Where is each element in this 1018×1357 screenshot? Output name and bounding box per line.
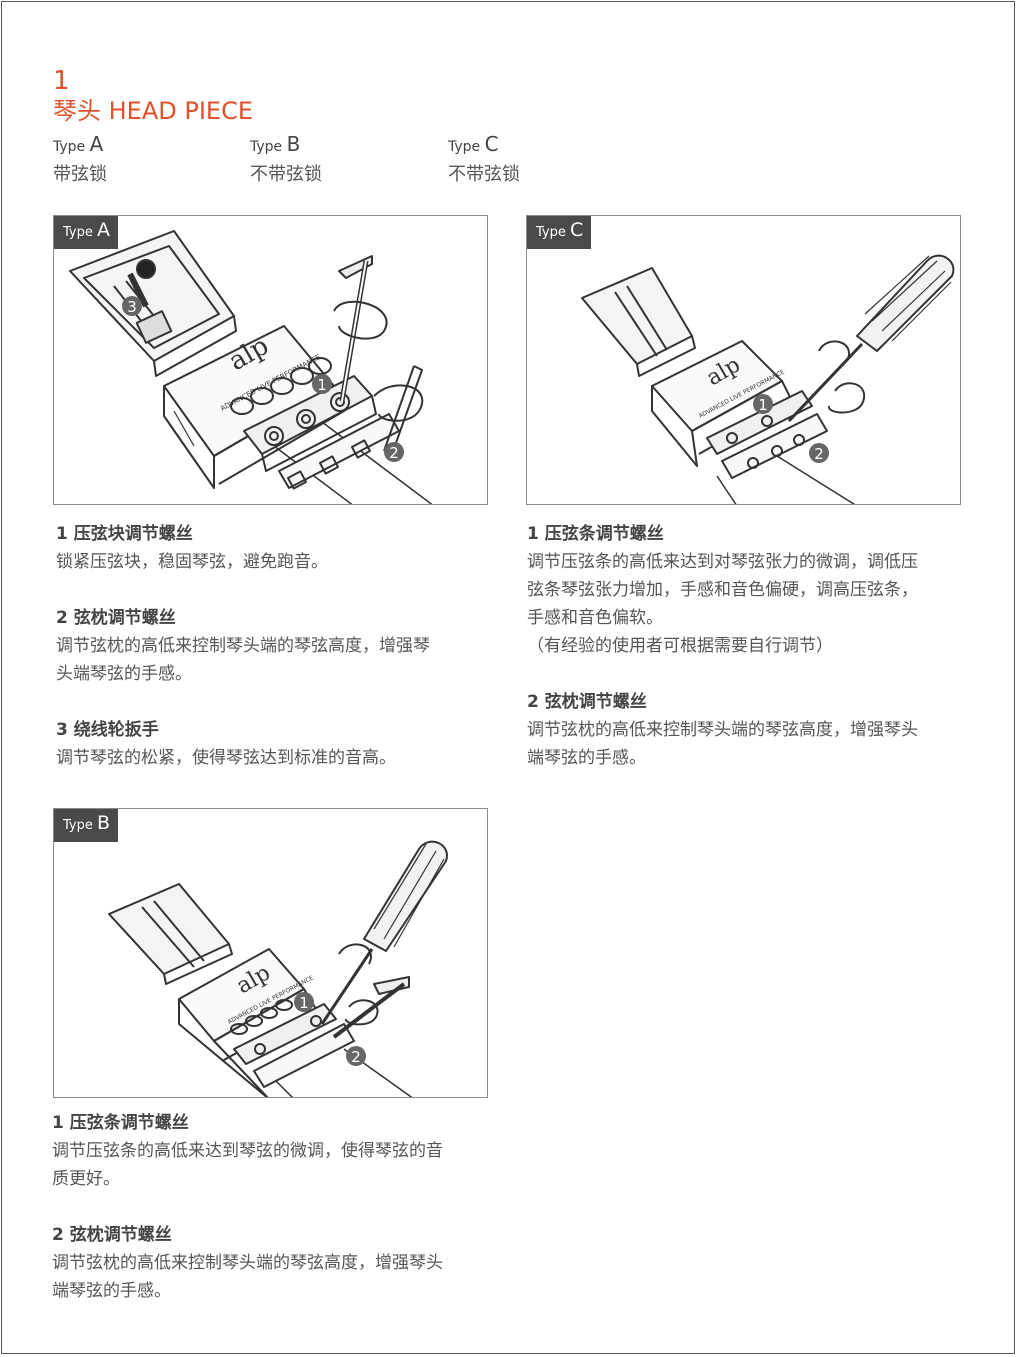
desc-type-c: 1 压弦条调节螺丝 调节压弦条的高低来达到对琴弦张力的微调，调低压 弦条琴弦张力…	[527, 520, 967, 772]
desc-b-1-line-1: 调节压弦条的高低来达到琴弦的微调，使得琴弦的音	[52, 1141, 443, 1161]
desc-c-1-line-4: （有经验的使用者可根据需要自行调节）	[527, 636, 833, 656]
desc-b-2-line-2: 端琴弦的手感。	[52, 1281, 171, 1301]
desc-a-3-line-1: 调节琴弦的松紧，使得琴弦达到标准的音高。	[56, 748, 396, 768]
figure-tag-a-letter: A	[97, 219, 110, 241]
type-a-desc: 带弦锁	[53, 164, 107, 185]
desc-a-2-title: 2 弦枕调节螺丝	[56, 608, 176, 628]
desc-type-b: 1 压弦条调节螺丝 调节压弦条的高低来达到琴弦的微调，使得琴弦的音 质更好。 2…	[52, 1109, 502, 1305]
figure-tag-b-prefix: Type	[63, 818, 93, 833]
callout-2-b: 2	[351, 1048, 361, 1066]
figure-tag-a-prefix: Type	[63, 225, 93, 240]
type-b-desc: 不带弦锁	[250, 164, 322, 185]
figure-type-c: alp ADVANCED LIVE PERFORMANCE 1 2 Type C	[526, 215, 961, 505]
desc-c-2-title: 2 弦枕调节螺丝	[527, 692, 647, 712]
desc-b-1-title: 1 压弦条调节螺丝	[52, 1113, 189, 1133]
figure-type-a: alp ADVANCED LIVE PERFORMANCE 3 1 2 Type…	[53, 215, 488, 505]
type-b-prefix: Type	[250, 139, 283, 155]
figure-type-b: alp ADVANCED LIVE PERFORMANCE 1 2 Type B	[53, 808, 488, 1098]
desc-a-1-line-1: 锁紧压弦块，稳固琴弦，避免跑音。	[56, 552, 328, 572]
figure-tag-b: Type B	[54, 809, 119, 842]
head-piece-illustration-b: alp ADVANCED LIVE PERFORMANCE 1 2	[108, 840, 448, 1097]
callout-2-a: 2	[389, 444, 399, 462]
figure-tag-a: Type A	[54, 216, 118, 249]
figure-tag-c-prefix: Type	[536, 225, 566, 240]
callout-3-a: 3	[127, 298, 137, 316]
desc-c-1-line-2: 弦条琴弦张力增加，手感和音色偏硬，调高压弦条，	[527, 580, 918, 600]
head-piece-illustration-a: alp ADVANCED LIVE PERFORMANCE 3 1 2	[69, 230, 433, 504]
desc-c-1-title: 1 压弦条调节螺丝	[527, 524, 664, 544]
head-piece-illustration-c: alp ADVANCED LIVE PERFORMANCE 1 2	[581, 254, 955, 504]
figure-tag-c-letter: C	[570, 219, 584, 241]
callout-1-b: 1	[299, 994, 309, 1012]
desc-a-2-line-1: 调节弦枕的高低来控制琴头端的琴弦高度，增强琴	[56, 636, 430, 656]
type-c-letter: C	[484, 132, 499, 156]
desc-c-2-line-1: 调节弦枕的高低来控制琴头端的琴弦高度，增强琴头	[527, 720, 918, 740]
desc-c-2-line-2: 端琴弦的手感。	[527, 748, 646, 768]
callout-1-c: 1	[758, 396, 768, 414]
figure-tag-c: Type C	[527, 216, 592, 249]
type-c-desc: 不带弦锁	[448, 164, 520, 185]
desc-b-2-line-1: 调节弦枕的高低来控制琴头端的琴弦高度，增强琴头	[52, 1253, 443, 1273]
desc-a-1-title: 1 压弦块调节螺丝	[56, 524, 193, 544]
type-b-letter: B	[286, 132, 301, 156]
callout-1-a: 1	[317, 376, 327, 394]
type-a-prefix: Type	[53, 139, 86, 155]
desc-a-3-title: 3 绕线轮扳手	[56, 720, 159, 740]
desc-c-1-line-3: 手感和音色偏软。	[527, 608, 663, 628]
type-c-header: Type C	[448, 132, 499, 159]
section-title: 琴头 HEAD PIECE	[53, 97, 254, 125]
figure-tag-b-letter: B	[97, 812, 111, 834]
type-a-header: Type A	[53, 132, 103, 159]
desc-c-1-line-1: 调节压弦条的高低来达到对琴弦张力的微调，调低压	[527, 552, 918, 572]
desc-b-2-title: 2 弦枕调节螺丝	[52, 1225, 172, 1245]
desc-type-a: 1 压弦块调节螺丝 锁紧压弦块，稳固琴弦，避免跑音。 2 弦枕调节螺丝 调节弦枕…	[56, 520, 496, 772]
type-b-header: Type B	[250, 132, 300, 159]
type-c-prefix: Type	[448, 139, 481, 155]
section-number: 1	[53, 66, 70, 96]
callout-2-c: 2	[814, 445, 824, 463]
desc-b-1-line-2: 质更好。	[52, 1169, 120, 1189]
type-a-letter: A	[89, 132, 104, 156]
desc-a-2-line-2: 头端琴弦的手感。	[56, 664, 192, 684]
